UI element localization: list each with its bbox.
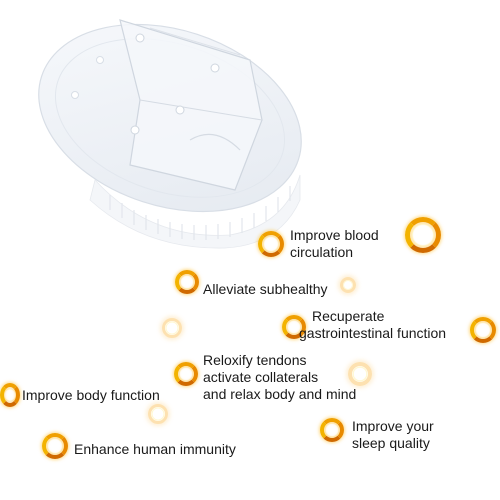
benefit-line: Alleviate subhealthy	[203, 281, 328, 297]
strap-hole	[96, 56, 104, 64]
benefit-label-subhealthy: Alleviate subhealthy	[203, 281, 328, 298]
benefit-label-tendons: Reloxify tendons activate collaterals an…	[203, 352, 356, 403]
orange-ring-icon	[42, 433, 68, 459]
bristle-tips	[109, 186, 291, 240]
benefit-label-gastrointestinal: Recuperate gastrointestinal function	[299, 308, 446, 342]
orange-ring-icon	[470, 317, 496, 343]
faint-ring-icon	[162, 318, 182, 338]
benefit-line: Recuperate	[312, 308, 385, 324]
benefit-line: Improve body function	[22, 387, 160, 403]
benefit-label-sleep-quality: Improve your sleep quality	[352, 418, 434, 452]
orange-ring-icon	[258, 231, 284, 257]
benefit-label-immunity: Enhance human immunity	[74, 441, 236, 458]
strap-hole	[130, 125, 140, 135]
benefit-line: activate collaterals	[203, 369, 319, 385]
bristles	[89, 174, 301, 249]
strap-hole	[210, 63, 220, 73]
faint-ring-icon	[148, 404, 168, 424]
benefit-line: and relax body and mind	[203, 386, 357, 402]
orange-ring-icon	[175, 270, 199, 294]
strap-hole	[135, 33, 145, 43]
faint-ring-icon	[348, 362, 372, 386]
strap-hole	[175, 105, 185, 115]
hand-strap	[71, 19, 263, 191]
benefit-line: sleep quality	[352, 435, 430, 451]
orange-ring-icon	[282, 315, 306, 339]
benefit-line: gastrointestinal function	[299, 325, 447, 341]
benefit-label-body-function: Improve body function	[22, 387, 160, 404]
orange-ring-icon	[320, 418, 344, 442]
benefit-line: circulation	[290, 244, 354, 260]
orange-ring-icon	[405, 217, 441, 253]
orange-ring-icon	[0, 383, 20, 407]
benefit-line: Enhance human immunity	[74, 441, 236, 457]
benefit-line: Reloxify tendons	[203, 352, 307, 368]
benefit-line: Improve your	[352, 418, 434, 434]
orange-ring-icon	[174, 362, 198, 386]
silicone-scrub-brush-image	[38, 19, 302, 249]
strap-hole	[71, 91, 79, 99]
benefit-label-blood-circulation: Improve blood circulation	[290, 227, 379, 261]
benefit-line: Improve blood	[290, 227, 379, 243]
faint-ring-icon	[340, 277, 356, 293]
